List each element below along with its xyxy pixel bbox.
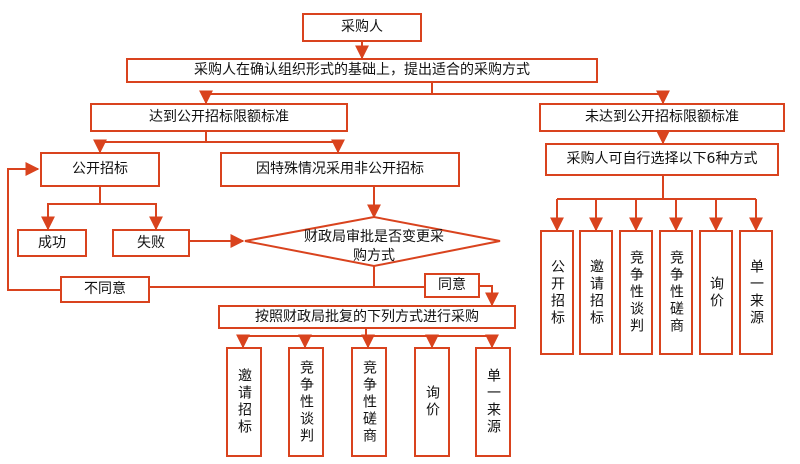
connector-disagree-loop [7, 162, 60, 291]
approved-method-single-source: 单一来源 [475, 347, 511, 457]
self-method-negotiation: 竞争性谈判 [619, 230, 653, 355]
node-failure: 失败 [112, 229, 190, 257]
connector-reach-special [206, 139, 345, 154]
decision-diamond [244, 215, 501, 268]
node-approved-methods-title: 按照财政局批复的下列方式进行采购 [218, 305, 516, 329]
self-method-open-tender: 公开招标 [540, 230, 574, 355]
self-method-invite: 邀请招标 [579, 230, 613, 355]
connector-reach-open [93, 132, 207, 154]
node-open-tender: 公开招标 [40, 152, 160, 187]
node-not-reach-standard: 未达到公开招标限额标准 [539, 103, 785, 132]
node-agree: 同意 [424, 273, 480, 298]
approved-method-invite: 邀请招标 [226, 347, 262, 457]
node-reach-standard: 达到公开招标限额标准 [90, 103, 348, 132]
self-method-consultation: 竞争性磋商 [659, 230, 693, 355]
node-success: 成功 [17, 229, 87, 257]
decision-label: 财政局审批是否变更采购方式 [304, 229, 444, 264]
connector-split-right [432, 90, 670, 105]
node-special-case: 因特殊情况采用非公开招标 [220, 152, 460, 187]
node-purchaser: 采购人 [302, 13, 422, 42]
node-self-select: 采购人可自行选择以下6种方式 [545, 143, 779, 176]
node-confirm: 采购人在确认组织形式的基础上，提出适合的采购方式 [126, 58, 598, 83]
approved-method-inquiry: 询价 [414, 347, 450, 457]
approved-method-negotiation: 竞争性谈判 [288, 347, 324, 457]
connector-confirm-split [199, 83, 433, 105]
approved-method-consultation: 竞争性磋商 [351, 347, 387, 457]
self-method-inquiry: 询价 [699, 230, 733, 355]
node-disagree: 不同意 [60, 276, 150, 303]
self-method-single-source: 单一来源 [739, 230, 773, 355]
connector-open-results [41, 187, 101, 231]
